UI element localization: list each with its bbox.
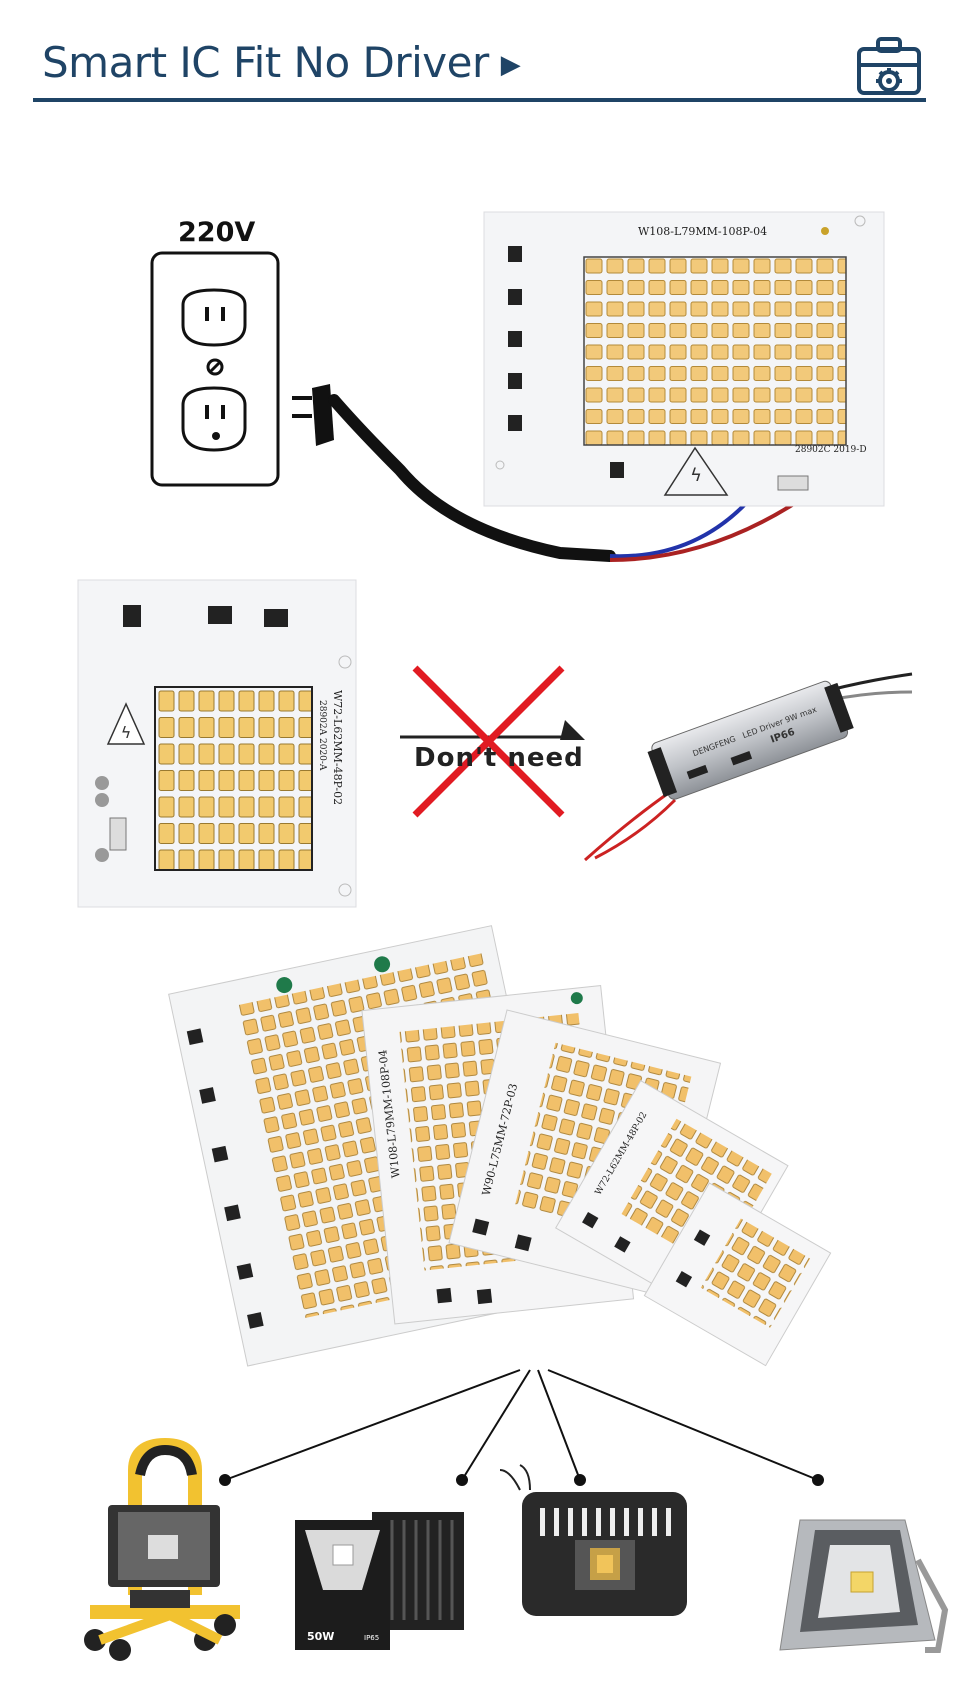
large-led-board: ϟ W108-L79MM-108P-04 28902C 2019-D bbox=[483, 211, 885, 507]
small-board-code: 28902A 2020-A bbox=[317, 700, 327, 771]
svg-text:ϟ: ϟ bbox=[690, 465, 702, 486]
silver-floodlight bbox=[779, 1519, 949, 1653]
header: Smart IC Fit No Driver ▶ bbox=[0, 0, 960, 110]
portable-floodlight bbox=[84, 1437, 240, 1661]
play-arrow-icon: ▶ bbox=[500, 50, 521, 80]
led-driver: DENGFENG LED Driver 9W max IP66 bbox=[584, 672, 913, 862]
voltage-label: 220V bbox=[178, 217, 256, 248]
finned-floodlight bbox=[499, 1464, 687, 1616]
led-board-stack: W108-L79MM-108P-04 W90-L75MM-72P-03 W72-… bbox=[168, 925, 832, 1367]
dont-need-label: Don't need bbox=[414, 743, 584, 773]
toolbox-gear-icon bbox=[857, 37, 921, 95]
small-led-board: ϟ W72-L62MM-48P-02 28902A 2020-A bbox=[77, 579, 357, 908]
small-board-label: W72-L62MM-48P-02 bbox=[331, 690, 344, 805]
wall-outlet bbox=[150, 251, 280, 487]
svg-text:ϟ: ϟ bbox=[121, 723, 132, 742]
floodlight-watt: 50W bbox=[307, 1630, 334, 1643]
large-board-code: 28902C 2019-D bbox=[795, 445, 867, 455]
black-floodlight: 50W IP65 bbox=[295, 1512, 464, 1650]
header-divider bbox=[33, 98, 926, 102]
large-board-label: W108-L79MM-108P-04 bbox=[638, 225, 767, 238]
floodlight-ip: IP65 bbox=[364, 1634, 379, 1642]
dont-need-cross bbox=[400, 665, 585, 818]
connector-lines bbox=[219, 1369, 824, 1486]
page-title: Smart IC Fit No Driver ▶ bbox=[42, 38, 521, 87]
page-title-text: Smart IC Fit No Driver bbox=[42, 38, 489, 87]
